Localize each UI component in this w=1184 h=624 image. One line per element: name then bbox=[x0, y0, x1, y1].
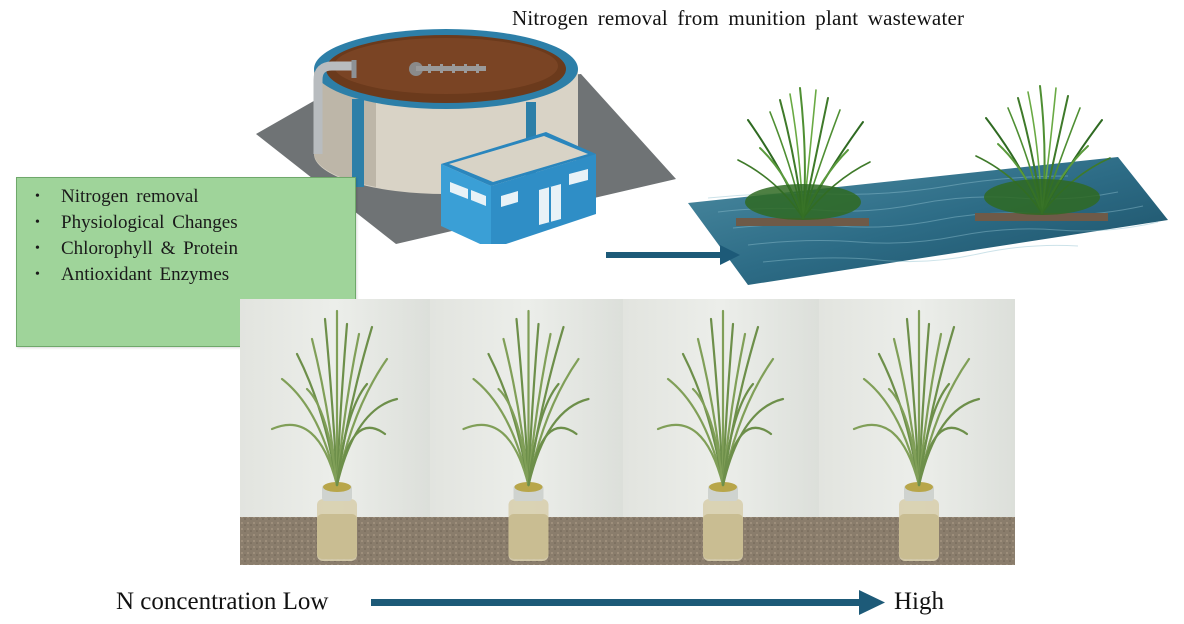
list-item: •Chlorophyll & Protein bbox=[35, 238, 238, 259]
control-building bbox=[441, 132, 596, 244]
inflow-pipe bbox=[313, 61, 354, 154]
plant-photo bbox=[430, 299, 623, 565]
concentration-arrow-icon bbox=[371, 590, 885, 615]
plant-photo bbox=[819, 299, 1015, 565]
glass-jar bbox=[508, 482, 549, 561]
floating-mat-left bbox=[736, 218, 869, 226]
list-item: •Physiological Changes bbox=[35, 212, 238, 233]
list-item: •Antioxidant Enzymes bbox=[35, 264, 230, 285]
treatment-plant-icon bbox=[256, 29, 676, 244]
plant-photo bbox=[240, 299, 430, 565]
glass-jar bbox=[317, 482, 357, 561]
plant-photo bbox=[623, 299, 819, 565]
plant-photo-strip bbox=[240, 299, 1015, 565]
findings-list: •Nitrogen removal •Physiological Changes… bbox=[17, 178, 355, 288]
low-label: Low bbox=[282, 588, 329, 615]
plant-leaves bbox=[852, 309, 981, 487]
diagram-title: Nitrogen removal from munition plant was… bbox=[512, 6, 965, 30]
glass-jar bbox=[899, 482, 939, 561]
clarifier-arm bbox=[416, 66, 486, 71]
high-label: High bbox=[894, 588, 944, 615]
right-arrow-icon bbox=[606, 245, 740, 265]
list-item: •Nitrogen removal bbox=[35, 186, 199, 207]
plant-leaves bbox=[270, 309, 399, 487]
floating-wetland-icon bbox=[688, 85, 1168, 285]
plant-leaves bbox=[462, 309, 590, 487]
tank-stripe bbox=[352, 99, 364, 187]
floating-mat-right bbox=[975, 213, 1108, 221]
concentration-prefix-label: N concentration Low bbox=[116, 588, 329, 615]
glass-jar bbox=[703, 482, 743, 561]
plant-leaves bbox=[656, 309, 785, 487]
